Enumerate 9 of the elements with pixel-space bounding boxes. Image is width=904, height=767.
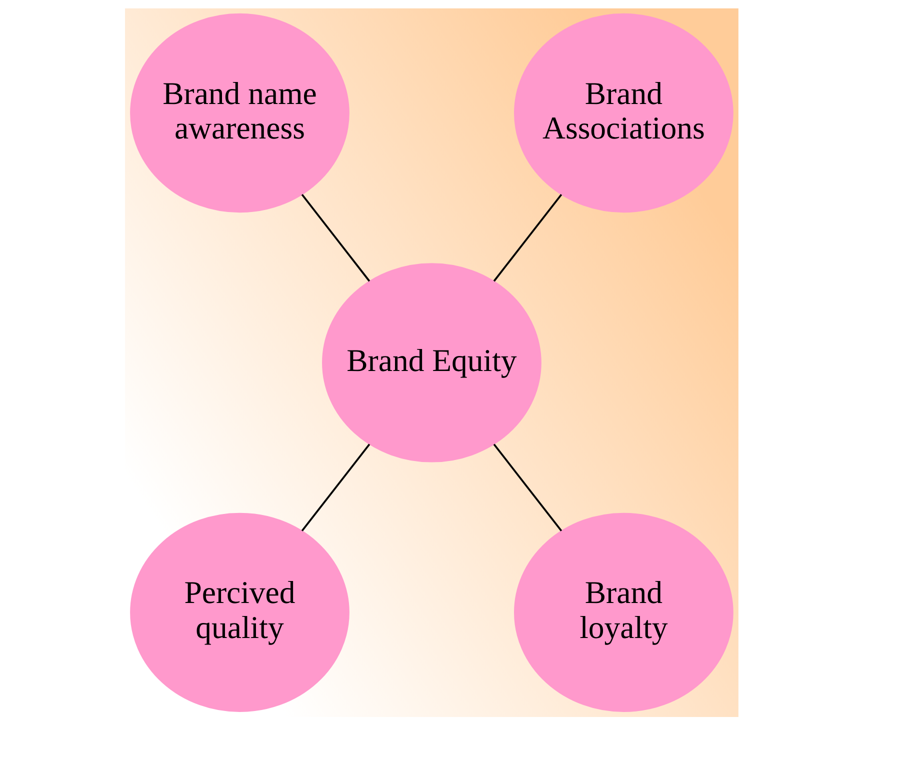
connector: [300, 194, 370, 282]
node-circle: Brand Equity: [322, 263, 541, 462]
node-circle: Brand Associations: [513, 13, 733, 213]
connector: [300, 444, 370, 532]
connector: [492, 194, 562, 282]
node-circle: Percived quality: [130, 512, 349, 712]
node-circle: Brand name awareness: [130, 13, 349, 213]
connector: [492, 444, 562, 532]
node-circle: Brand loyalty: [513, 512, 733, 712]
